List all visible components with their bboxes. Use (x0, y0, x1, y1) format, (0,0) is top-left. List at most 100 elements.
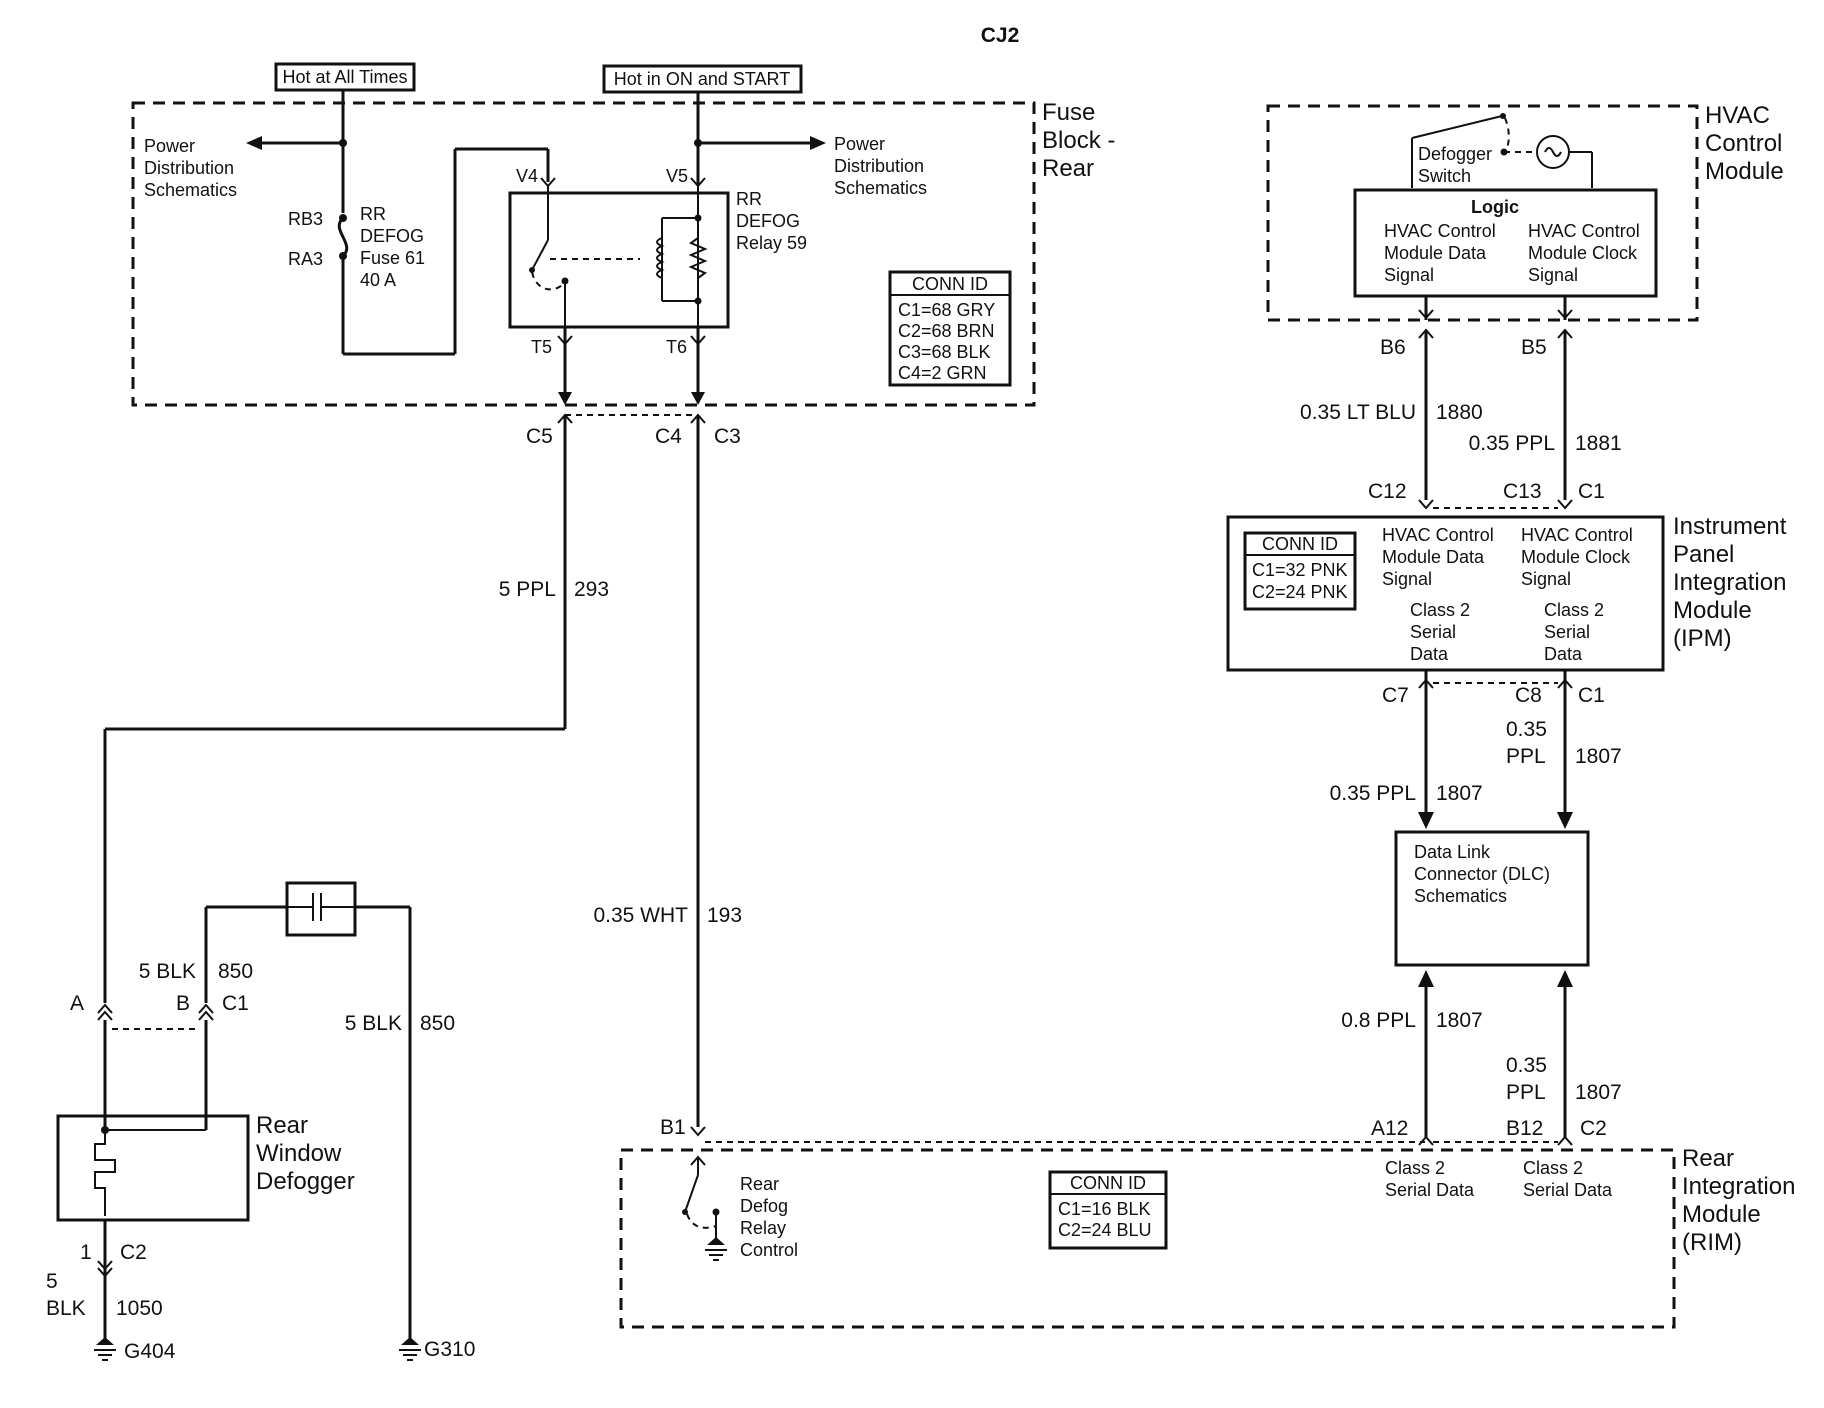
rim-pin-b12: B12 (1506, 1117, 1543, 1140)
defogger-grid-icon (94, 1130, 116, 1216)
hvac-pin-b6: B6 (1380, 336, 1406, 359)
wire-1880-circuit: 1880 (1436, 401, 1483, 424)
defogger-pin-a: A (70, 992, 84, 1015)
dlc-label-3: Schematics (1414, 886, 1507, 906)
wire-293-gauge: 5 PPL (499, 578, 556, 601)
wire-293-circuit: 293 (574, 578, 609, 601)
hvac-name-3: Module (1705, 158, 1784, 185)
rear-window-defogger-group: 5 BLK 850 5 BLK 850 A B C1 Rear Window D… (46, 881, 475, 1363)
hvac-clock-signal-3: Signal (1528, 265, 1578, 285)
rim-name-3: Module (1682, 1201, 1761, 1228)
rim-relay-control-1: Rear (740, 1174, 779, 1194)
ipm-name-4: Module (1673, 597, 1752, 624)
ipm-clock-signal-2: Module Clock (1521, 547, 1631, 567)
ipm-clock-signal-3: Signal (1521, 569, 1571, 589)
rim-pin-a12: A12 (1371, 1117, 1408, 1140)
rim-serial-left-1: Class 2 (1385, 1158, 1445, 1178)
rim-conn-id-box (1048, 1170, 1168, 1250)
defogger-pin-c2: C2 (120, 1241, 147, 1264)
fuse-label-2: DEFOG (360, 226, 424, 246)
ipm-serial-right-1: Class 2 (1544, 600, 1604, 620)
fuse-conn-id-4: C4=2 GRN (898, 363, 987, 383)
diagram-title: CJ2 (981, 24, 1020, 47)
wire-1807c-gauge: 0.8 PPL (1341, 1009, 1416, 1032)
wire-850a-gauge: 5 BLK (139, 960, 196, 983)
fuse-pin-ra3: RA3 (288, 249, 323, 269)
ground-icon (399, 1337, 421, 1361)
fuse-pin-rb3: RB3 (288, 209, 323, 229)
ipm-name-1: Instrument (1673, 513, 1787, 540)
coil-icon (656, 237, 665, 279)
hot-at-all-times-label: Hot at All Times (282, 67, 407, 87)
ipm-pin-c1-bottom: C1 (1578, 684, 1605, 707)
defogger-pin-b: B (176, 992, 190, 1015)
power-dist-left-3: Schematics (144, 180, 237, 200)
hvac-logic-box (1353, 188, 1658, 298)
defogger-name-2: Window (256, 1140, 342, 1167)
ipm-name-5: (IPM) (1673, 625, 1732, 652)
fuse-conn-id-title: CONN ID (912, 274, 988, 294)
arrow-left-icon (246, 136, 262, 150)
hvac-clock-signal-1: HVAC Control (1528, 221, 1640, 241)
fuse-label-4: 40 A (360, 270, 396, 290)
ipm-conn-id-title: CONN ID (1262, 534, 1338, 554)
wire-1050-gauge-1: 5 (46, 1270, 58, 1293)
ground-g404: G404 (124, 1340, 176, 1363)
wire-1881-circuit: 1881 (1575, 432, 1622, 455)
conn-c4: C4 (655, 425, 682, 448)
wire-1807d-gauge-1: 0.35 (1506, 1054, 1547, 1077)
wire-1807b-gauge-1: 0.35 (1506, 718, 1547, 741)
ipm-pin-c1-top: C1 (1578, 480, 1605, 503)
fuse-conn-id-box (888, 270, 1012, 387)
dlc-box (1394, 830, 1590, 967)
wire-1807b-circuit: 1807 (1575, 745, 1622, 768)
ipm-pin-c8: C8 (1515, 684, 1542, 707)
hot-on-start-label: Hot in ON and START (614, 69, 790, 89)
wire-1807c-circuit: 1807 (1436, 1009, 1483, 1032)
fuse-block-name-2: Block - (1042, 127, 1115, 154)
hvac-clock-signal-2: Module Clock (1528, 243, 1638, 263)
wire-850b-circuit: 850 (420, 1012, 455, 1035)
rim-serial-right-2: Serial Data (1523, 1180, 1613, 1200)
ipm-serial-right-2: Serial (1544, 622, 1590, 642)
wire-1807a-gauge: 0.35 PPL (1330, 782, 1416, 805)
defogger-pin-c1: C1 (222, 992, 249, 1015)
defogger-name-3: Defogger (256, 1168, 355, 1195)
rim-relay-control-2: Defog (740, 1196, 788, 1216)
ipm-serial-right-3: Data (1544, 644, 1583, 664)
hvac-control-module: HVAC Control Module Defogger Switch Logi… (1266, 102, 1784, 322)
rim-conn-id-title: CONN ID (1070, 1173, 1146, 1193)
wire-1807d-gauge-2: PPL (1506, 1081, 1546, 1104)
fuse-conn-id-1: C1=68 GRY (898, 300, 995, 320)
ipm-serial-left-3: Data (1410, 644, 1449, 664)
resistor-icon (688, 237, 708, 279)
ipm-name-2: Panel (1673, 541, 1734, 568)
rear-window-defogger (56, 1114, 250, 1222)
rim-relay-control-3: Relay (740, 1218, 786, 1238)
arrow-right-icon (810, 136, 826, 150)
fuse-block-name-3: Rear (1042, 155, 1094, 182)
ipm-pin-c12: C12 (1368, 480, 1407, 503)
ipm-data-signal-1: HVAC Control (1382, 525, 1494, 545)
relay-pin-t6: T6 (666, 337, 687, 357)
ground-icon (94, 1337, 116, 1361)
dlc-label-1: Data Link (1414, 842, 1491, 862)
fuse-icon (337, 216, 349, 258)
ipm-clock-signal-1: HVAC Control (1521, 525, 1633, 545)
rim-name-2: Integration (1682, 1173, 1795, 1200)
hvac-pin-b5: B5 (1521, 336, 1547, 359)
power-dist-right-3: Schematics (834, 178, 927, 198)
rim-pin-c2: C2 (1580, 1117, 1607, 1140)
rim-name-4: (RIM) (1682, 1229, 1742, 1256)
arrow-up-icon (1418, 970, 1434, 987)
relay-pin-t5: T5 (531, 337, 552, 357)
hvac-data-signal-2: Module Data (1384, 243, 1487, 263)
relay-pin-v4: V4 (516, 166, 538, 186)
rear-integration-module: Rear Integration Module (RIM) B1 Rear De… (619, 1116, 1795, 1329)
instrument-panel-integration-module: C12 C13 C1 Instrument Panel Integration … (1226, 480, 1787, 707)
defogger-pin-1: 1 (80, 1241, 92, 1264)
hvac-name-2: Control (1705, 130, 1782, 157)
fuse-label-3: Fuse 61 (360, 248, 425, 268)
relay-label-2: DEFOG (736, 211, 800, 231)
wire-193-gauge: 0.35 WHT (593, 904, 688, 927)
